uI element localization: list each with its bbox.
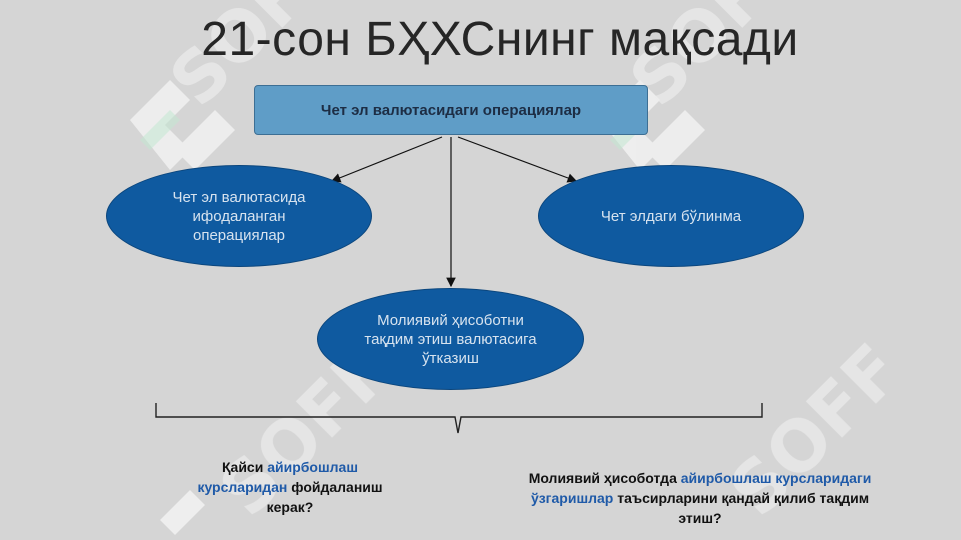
node-left: Чет эл валютасида ифодаланган операцияла… bbox=[106, 165, 372, 267]
curly-brace bbox=[155, 403, 763, 434]
node-left-label: Чет эл валютасида ифодаланган операцияла… bbox=[172, 188, 306, 244]
question-left-part1: Қайси bbox=[221, 459, 268, 475]
node-right: Чет элдаги бўлинма bbox=[538, 165, 804, 267]
question-right-highlight: айирбошлаш курсларидаги ўзгаришлар bbox=[530, 470, 872, 506]
question-right: Молиявий ҳисоботда айирбошлаш курсларида… bbox=[515, 468, 885, 528]
arrow-to-left-node bbox=[330, 136, 443, 183]
node-right-label: Чет элдаги бўлинма bbox=[600, 207, 742, 225]
top-box: Чет эл валютасидаги операциялар bbox=[254, 85, 648, 135]
node-bottom-label: Молиявий ҳисоботни тақдим этиш валютасиг… bbox=[364, 311, 537, 367]
question-right-part1: Молиявий ҳисоботда bbox=[528, 470, 681, 486]
page-title: 21-сон БҲХСнинг мақсади bbox=[201, 13, 799, 66]
question-left-highlight: айирбошлаш курсларидан bbox=[197, 459, 358, 495]
arrow-to-right-node bbox=[457, 136, 578, 183]
question-left: Қайси айирбошлаш курсларидан фойдаланиш … bbox=[190, 457, 390, 517]
question-right-part3: таъсирларини қандай қилиб тақдим этиш? bbox=[613, 490, 870, 526]
top-box-label: Чет эл валютасидаги операциялар bbox=[320, 101, 582, 119]
question-left-part3: фойдаланиш керак? bbox=[266, 479, 383, 515]
node-bottom: Молиявий ҳисоботни тақдим этиш валютасиг… bbox=[317, 288, 584, 390]
